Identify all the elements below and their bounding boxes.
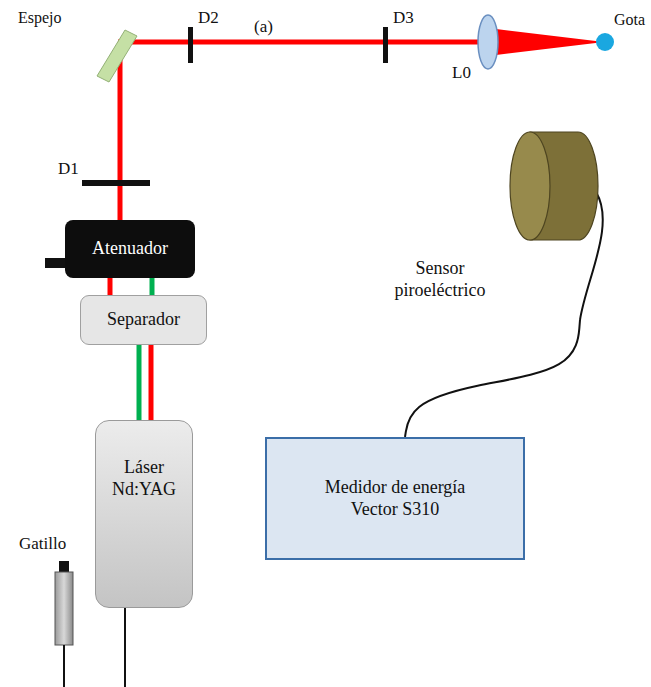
part-label: D2 [198,9,219,28]
sensor-face [510,132,550,240]
part-label: (a) [254,18,273,37]
mirror [97,30,137,82]
connector-line [108,278,113,295]
laser-beam [110,278,152,295]
pyroelectric-sensor: Sensor piroeléctrico [380,130,605,320]
part-label: D3 [393,9,414,28]
splitter-box: Separador [80,295,207,345]
diaphragm [383,27,388,63]
diaphragm [82,180,150,186]
part-label: Gota [614,11,645,29]
attenuator-box: Atenuador [65,220,195,278]
connector-line [149,345,154,420]
focused-beam [496,29,604,55]
node-text: Sensor piroeléctrico [380,258,500,301]
connector-line [150,278,155,295]
lens [478,15,498,69]
part-label: Gatillo [19,535,66,554]
laser-beam [118,40,482,45]
trigger-cable [63,645,65,687]
diaphragm [188,27,193,63]
part-label: D1 [58,160,79,179]
laser-beam [139,345,151,420]
sensor-cable [405,320,580,437]
trigger-device [55,572,73,645]
connector-line [137,345,142,420]
energy-meter-box: Medidor de energía Vector S310 [265,437,525,560]
node-text: Medidor de energía Vector S310 [308,477,483,520]
sensor-head [380,130,620,330]
part-label: Espejo [18,9,62,27]
node-text: Atenuador [92,238,168,260]
laser-beam [118,42,123,222]
power-cable [124,605,126,687]
node-text: Separador [107,309,180,331]
connector-line [405,320,580,437]
laser-box: Láser Nd:YAG [95,420,193,608]
part-label: L0 [452,64,471,83]
node-text: Láser Nd:YAG [109,457,179,500]
droplet [596,33,614,51]
